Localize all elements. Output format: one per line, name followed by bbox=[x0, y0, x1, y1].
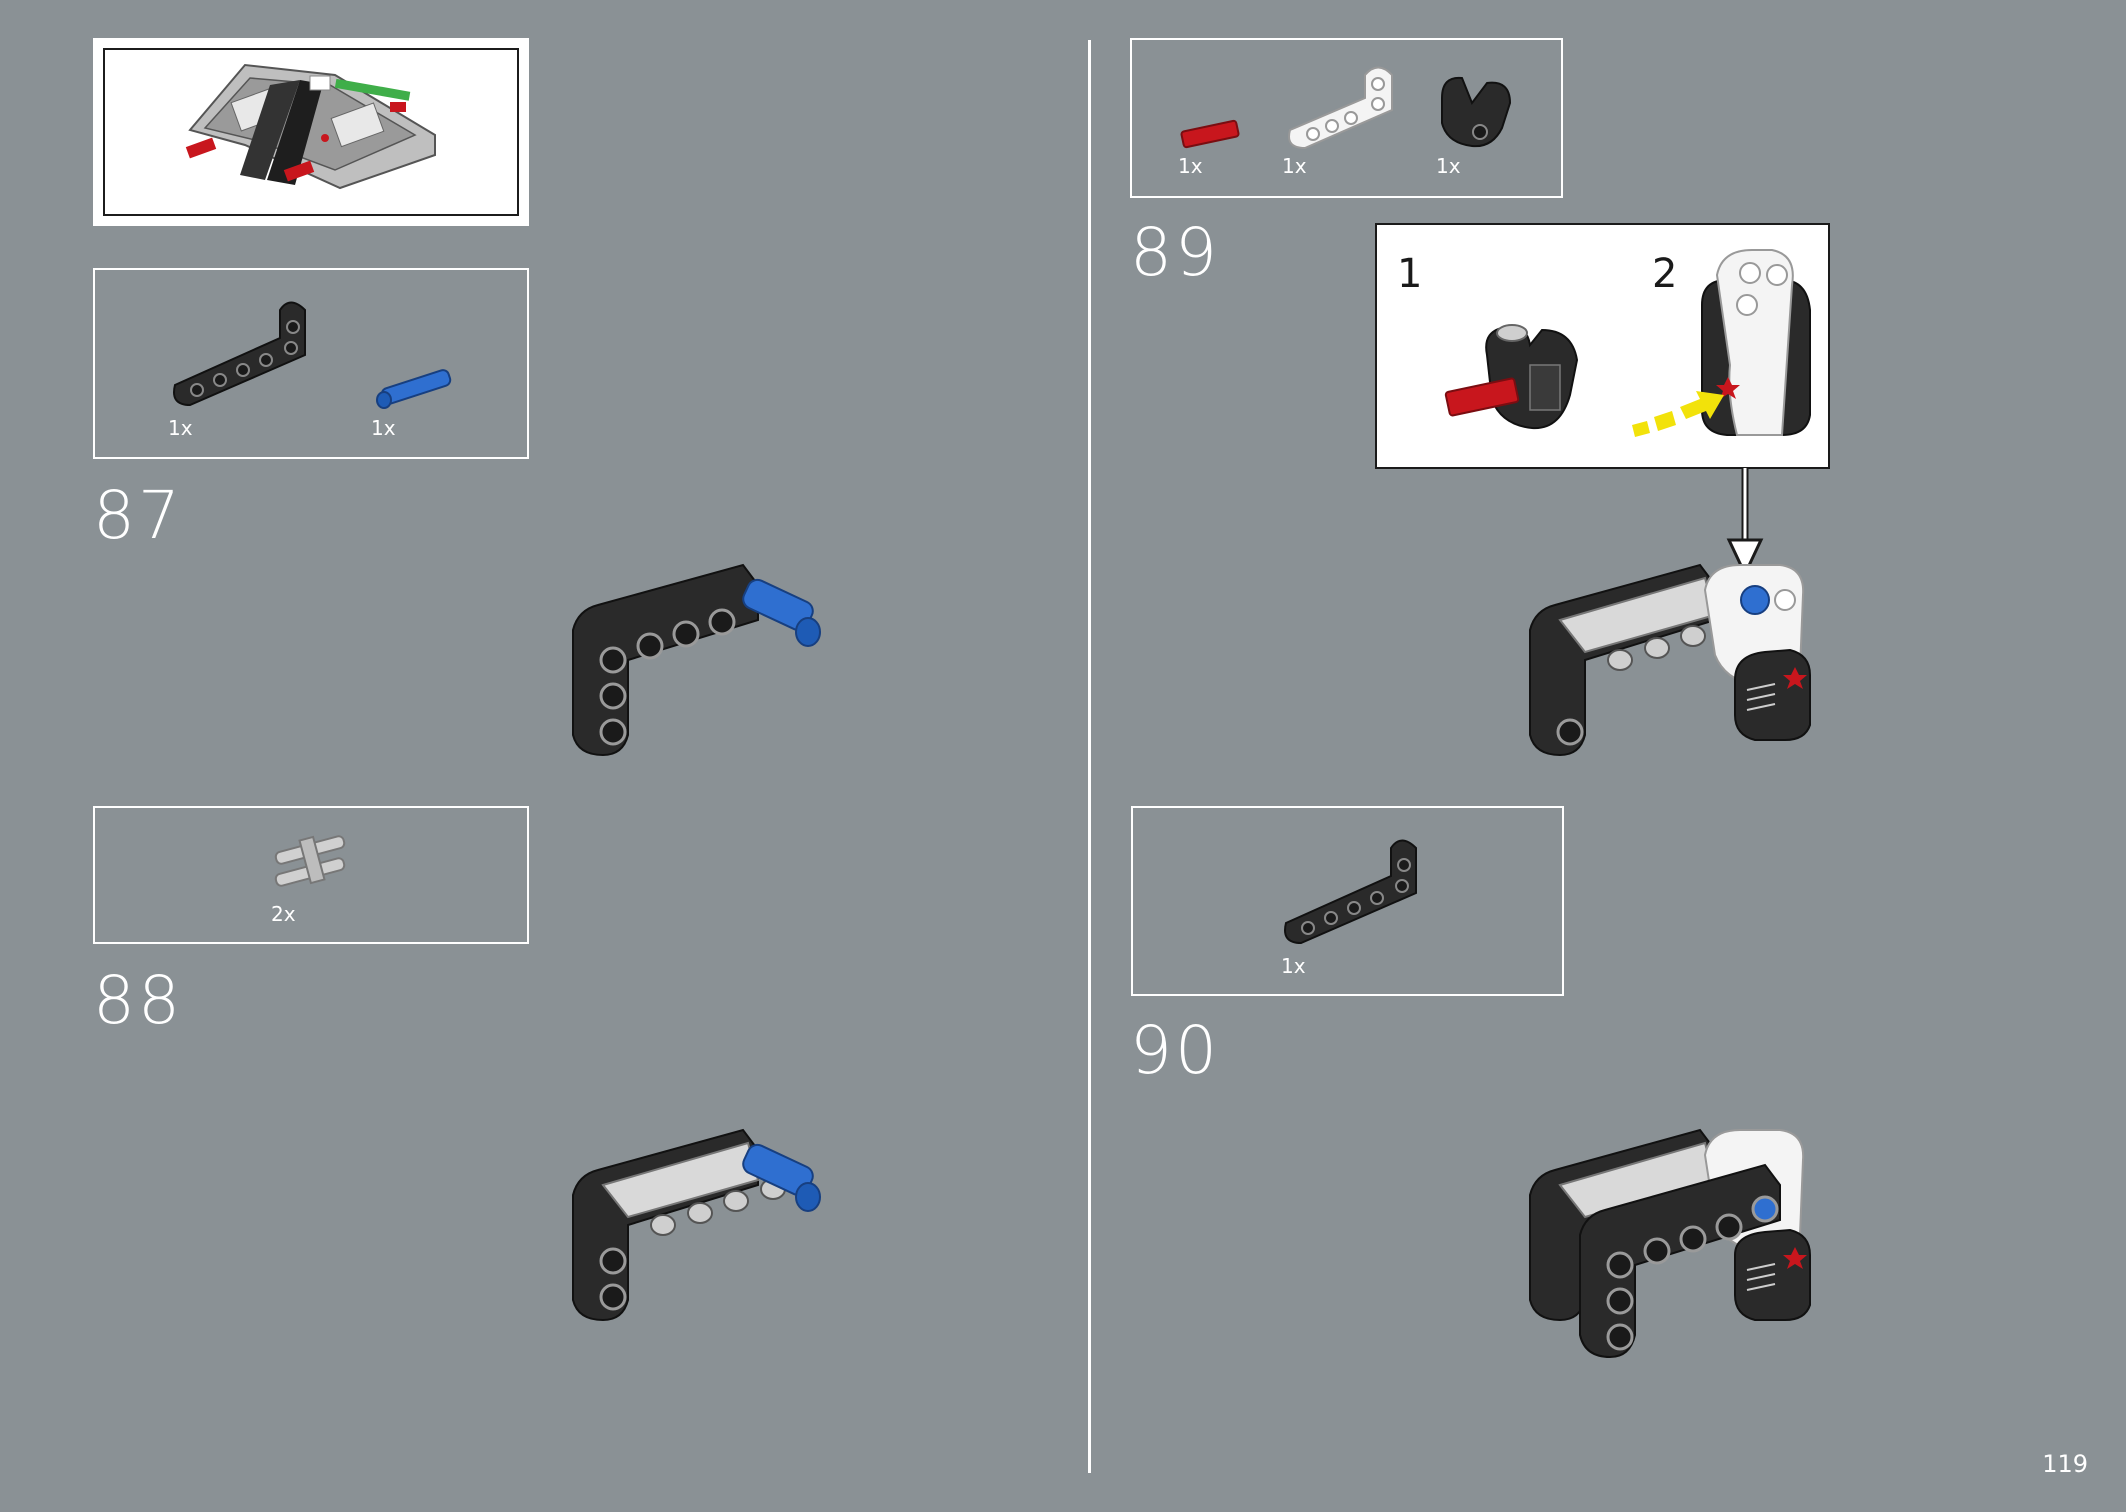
step-89-callout-box: 1 2 bbox=[1375, 223, 1830, 469]
page-number: 119 bbox=[2042, 1450, 2088, 1478]
callout-substep-1: 1 bbox=[1397, 251, 1423, 297]
model-preview-icon bbox=[185, 63, 436, 190]
step-89-part-3-qty: 1x bbox=[1436, 154, 1461, 178]
callout-step-2-icon bbox=[1632, 249, 1811, 437]
step-87-parts-box: 1x 1x bbox=[93, 268, 529, 459]
beam-l-black-icon bbox=[173, 301, 306, 407]
step-90-part-1-qty: 1x bbox=[1281, 954, 1306, 978]
step-89-assembly-icon bbox=[1529, 563, 1811, 757]
step-88-number: 88 bbox=[93, 962, 183, 1039]
beam-l-black-icon bbox=[1284, 839, 1417, 945]
step-87-number: 87 bbox=[93, 477, 183, 554]
beam-l-white-icon bbox=[1288, 66, 1393, 150]
connector-black-icon bbox=[1441, 76, 1512, 148]
step-90-number: 90 bbox=[1130, 1012, 1220, 1089]
callout-substep-2: 2 bbox=[1652, 251, 1678, 297]
step-87-assembly-icon bbox=[572, 563, 821, 757]
pin-blue-icon bbox=[376, 369, 452, 409]
step-89-part-2-qty: 1x bbox=[1282, 154, 1307, 178]
step-90-parts-box: 1x bbox=[1131, 806, 1564, 996]
step-87-part-2-qty: 1x bbox=[371, 416, 396, 440]
step-88-parts-box: 2x bbox=[93, 806, 529, 944]
step-89-number: 89 bbox=[1130, 214, 1220, 291]
step-89-parts-box: 1x 1x 1x bbox=[1130, 38, 1563, 198]
step-90-assembly-icon bbox=[1529, 1128, 1811, 1359]
page-divider bbox=[1088, 40, 1091, 1473]
model-preview-frame bbox=[103, 48, 519, 216]
step-88-assembly-icon bbox=[572, 1128, 821, 1322]
pin-double-grey-icon bbox=[274, 835, 346, 887]
callout-step-1-icon bbox=[1444, 324, 1579, 430]
callout-arrow-icon bbox=[1726, 468, 1764, 578]
model-preview-box bbox=[93, 38, 529, 226]
step-88-part-1-qty: 2x bbox=[271, 902, 296, 926]
axle-red-icon bbox=[1180, 119, 1240, 149]
step-89-part-1-qty: 1x bbox=[1178, 154, 1203, 178]
step-87-part-1-qty: 1x bbox=[168, 416, 193, 440]
